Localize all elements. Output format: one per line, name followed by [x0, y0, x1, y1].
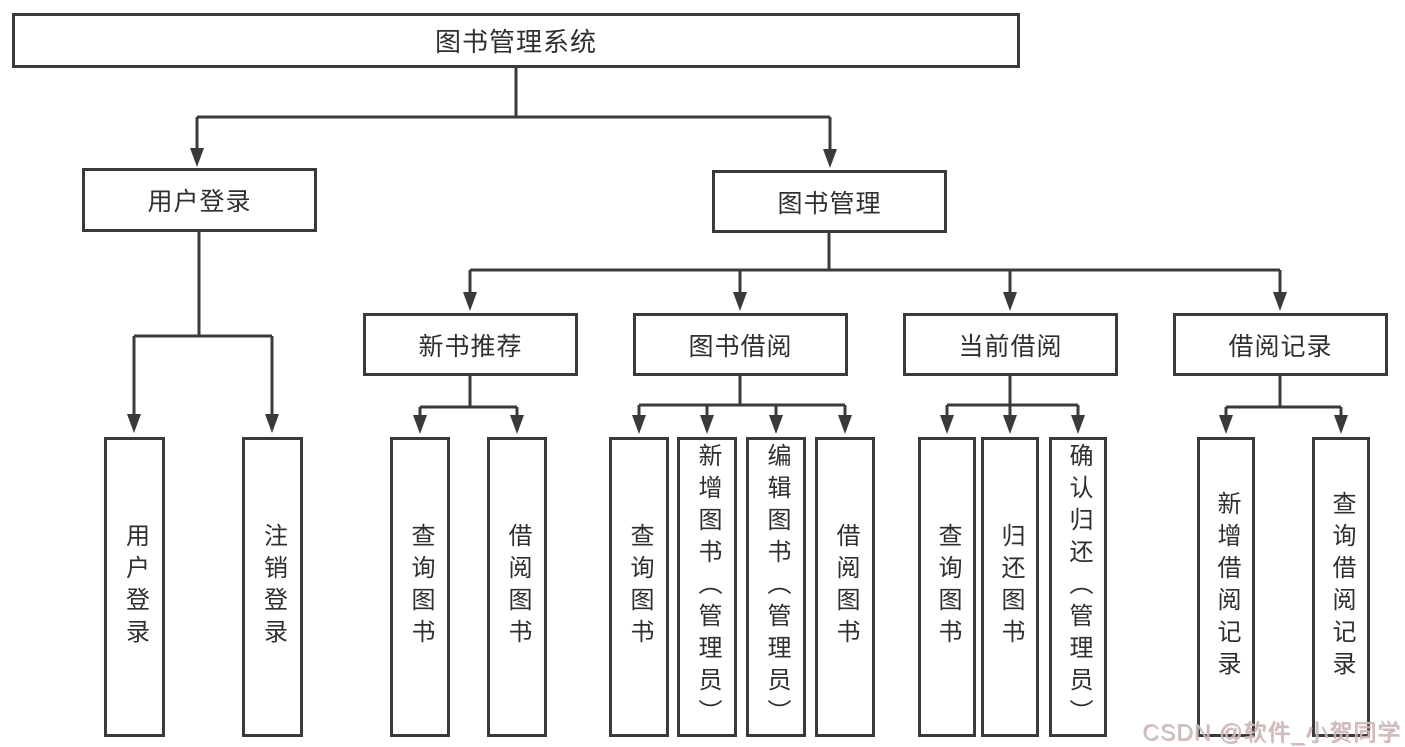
- node-label: 图书管理: [777, 189, 882, 218]
- connector-book-borrow-to-leaves: [632, 376, 852, 434]
- connector-root-to-level2: [190, 68, 837, 168]
- leaf-records-query-record: 查询借阅记录: [1312, 437, 1370, 737]
- node-label: 新书推荐: [418, 332, 523, 361]
- node-label: 图书管理系统: [434, 27, 597, 57]
- node-label: 确认归还（管理员）: [1065, 443, 1092, 731]
- node-library-management-system: 图书管理系统: [12, 13, 1020, 68]
- connector-new-book-rec-to-leaves: [413, 376, 524, 434]
- node-label: 借阅图书: [504, 523, 531, 651]
- leaf-borrowing-query-books: 查询图书: [609, 437, 669, 737]
- node-label: 用户登录: [147, 188, 252, 216]
- node-book-management: 图书管理: [712, 170, 947, 233]
- connector-book-mgmt-to-level3: [463, 233, 1287, 311]
- node-label: 编辑图书（管理员）: [763, 443, 790, 731]
- leaf-current-return-books: 归还图书: [981, 437, 1039, 737]
- connector-user-login-to-leaves: [127, 232, 279, 433]
- leaf-recommend-borrow-books: 借阅图书: [487, 437, 547, 737]
- leaf-current-confirm-return-admin: 确认归还（管理员）: [1049, 437, 1107, 737]
- node-label: 新增借阅记录: [1213, 491, 1240, 683]
- node-label: 新增图书（管理员）: [694, 443, 721, 731]
- node-label: 图书借阅: [688, 332, 793, 361]
- node-label: 当前借阅: [958, 332, 1063, 361]
- leaf-user-login: 用户登录: [104, 437, 165, 737]
- node-label: 查询图书: [934, 523, 961, 651]
- node-book-borrowing: 图书借阅: [633, 313, 848, 376]
- node-label: 归还图书: [997, 523, 1024, 651]
- node-label: 用户登录: [121, 523, 149, 651]
- leaf-current-query-books: 查询图书: [918, 437, 976, 737]
- node-new-book-recommend: 新书推荐: [363, 313, 578, 376]
- leaf-logout: 注销登录: [242, 437, 303, 737]
- node-borrow-records: 借阅记录: [1173, 313, 1388, 376]
- node-label: 查询图书: [407, 523, 434, 651]
- node-label: 借阅图书: [832, 523, 859, 651]
- leaf-recommend-query-books: 查询图书: [390, 437, 450, 737]
- leaf-borrowing-edit-books-admin: 编辑图书（管理员）: [746, 437, 806, 737]
- node-label: 借阅记录: [1228, 332, 1333, 361]
- leaf-borrowing-add-books-admin: 新增图书（管理员）: [677, 437, 737, 737]
- leaf-records-add-record: 新增借阅记录: [1197, 437, 1255, 737]
- node-label: 查询借阅记录: [1328, 491, 1355, 683]
- csdn-watermark: CSDN @软件_小贺同学: [1142, 719, 1401, 745]
- node-user-login: 用户登录: [82, 168, 317, 232]
- leaf-borrowing-borrow-books: 借阅图书: [815, 437, 875, 737]
- connector-borrow-record-to-leaves: [1219, 376, 1348, 434]
- node-label: 查询图书: [626, 523, 653, 651]
- node-current-borrowing: 当前借阅: [903, 313, 1118, 376]
- connector-current-borrow-to-leaves: [940, 376, 1085, 434]
- node-label: 注销登录: [259, 523, 287, 651]
